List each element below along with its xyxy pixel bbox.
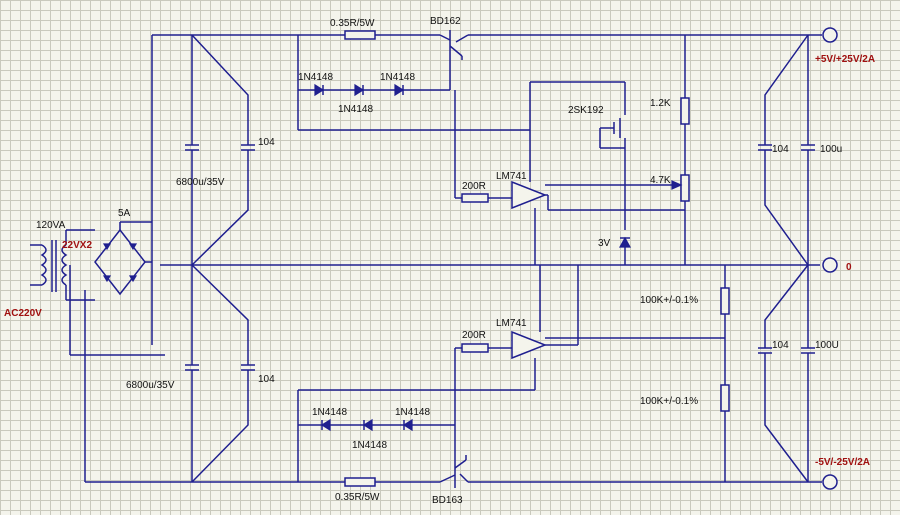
resistor-1.2k <box>680 35 690 175</box>
label-bd163: BD163 <box>432 495 463 506</box>
zener-3v <box>618 236 632 265</box>
label-terminal-negative: -5V/-25V/2A <box>815 457 870 468</box>
out-cap-100U <box>801 265 815 482</box>
label-5a: 5A <box>118 208 131 219</box>
label-200r-bottom: 200R <box>462 330 486 341</box>
label-104-top: 104 <box>258 137 275 148</box>
label-4.7k: 4.7K <box>650 175 671 186</box>
transistor-bd163 <box>439 425 469 488</box>
pot-4.7k <box>671 174 690 265</box>
label-out-104-top: 104 <box>772 144 789 155</box>
label-100k-bottom: 100K+/-0.1% <box>640 396 698 407</box>
label-lm741-top: LM741 <box>496 171 527 182</box>
terminal-ground <box>822 257 838 273</box>
out-cap-100u <box>801 35 815 265</box>
cap-6800u-bottom <box>185 265 199 482</box>
label-d5: 1N4148 <box>352 440 387 451</box>
opamp-lm741-bottom <box>298 265 725 425</box>
resistor-100k-top <box>720 265 730 385</box>
label-100k-top: 100K+/-0.1% <box>640 295 698 306</box>
terminal-positive <box>822 27 838 43</box>
out-cap-104-top <box>758 34 809 266</box>
label-d4: 1N4148 <box>312 407 347 418</box>
label-1.2k: 1.2K <box>650 98 671 109</box>
bridge-rectifier <box>94 221 152 296</box>
negative-rail <box>84 290 808 483</box>
label-d3: 1N4148 <box>380 72 415 83</box>
label-out-100u: 100u <box>820 144 842 155</box>
label-d6: 1N4148 <box>395 407 430 418</box>
label-ac220v: AC220V <box>4 308 42 319</box>
label-22vx2: 22VX2 <box>62 240 92 251</box>
label-cap-top: 6800u/35V <box>176 177 225 188</box>
diode-chain-top <box>297 35 530 131</box>
positive-rail <box>151 34 808 345</box>
opamp-lm741-top <box>454 81 685 265</box>
cap-104-top <box>191 34 255 266</box>
label-200r-top: 200R <box>462 181 486 192</box>
resistor-100k-bottom <box>720 384 730 482</box>
label-cap-bottom: 6800u/35V <box>126 380 175 391</box>
label-120va: 120VA <box>36 220 66 231</box>
label-lm741-bottom: LM741 <box>496 318 527 329</box>
cap-6800u-top <box>185 35 199 265</box>
label-out-104-bottom: 104 <box>772 340 789 351</box>
label-terminal-ground: 0 <box>846 262 852 273</box>
label-104-bottom: 104 <box>258 374 275 385</box>
transformer <box>30 229 165 356</box>
label-r-bottom: 0.35R/5W <box>335 492 380 503</box>
out-cap-104-bottom <box>758 264 809 483</box>
mosfet-2sk192 <box>599 82 626 230</box>
label-terminal-positive: +5V/+25V/2A <box>815 54 875 65</box>
resistor-0.35r-top <box>344 30 376 40</box>
label-2sk192: 2SK192 <box>568 105 604 116</box>
transistor-bd162 <box>439 30 469 90</box>
label-out-100U: 100U <box>815 340 839 351</box>
label-d1: 1N4148 <box>298 72 333 83</box>
diode-chain-bottom <box>297 390 455 482</box>
label-3v: 3V <box>598 238 611 249</box>
terminal-negative <box>822 474 838 490</box>
label-d2: 1N4148 <box>338 104 373 115</box>
label-bd162: BD162 <box>430 16 461 27</box>
cap-104-bottom <box>191 264 255 483</box>
resistor-0.35r-bottom <box>344 477 376 487</box>
label-r-top: 0.35R/5W <box>330 18 375 29</box>
